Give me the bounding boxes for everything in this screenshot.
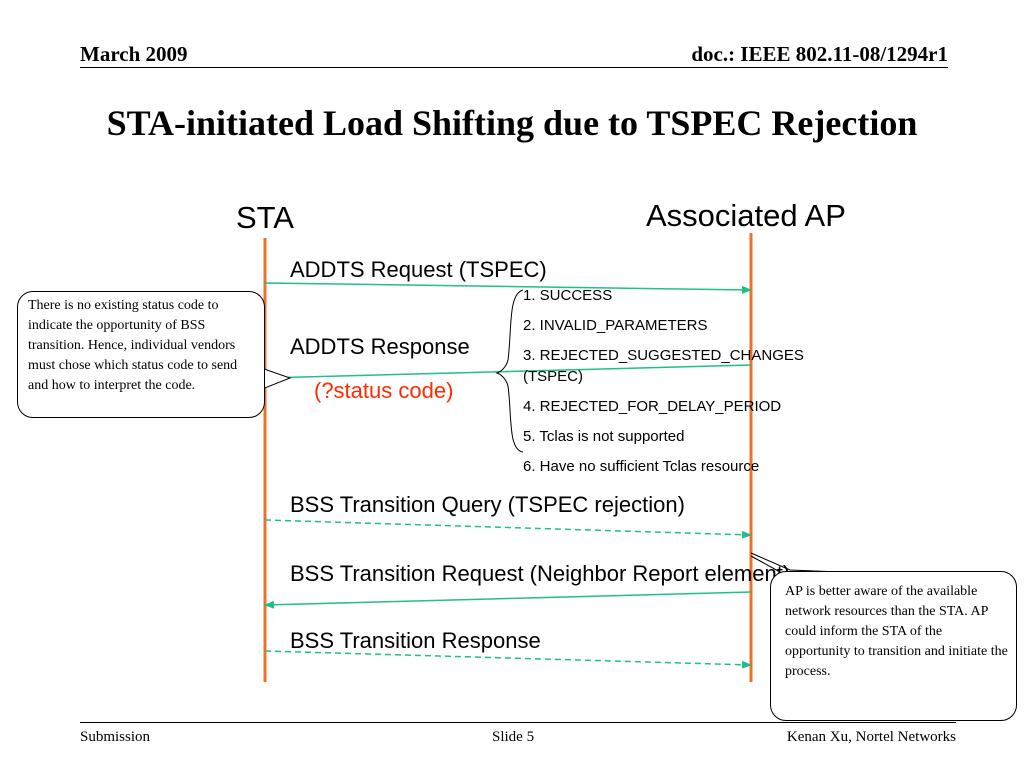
addts-response-arrow: [264, 364, 752, 382]
addts-request-label: ADDTS Request (TSPEC): [290, 257, 547, 282]
status-code-list: 1. SUCCESS 2. INVALID_PARAMETERS 3. REJE…: [523, 288, 804, 474]
slide-title: STA-initiated Load Shifting due to TSPEC…: [106, 103, 918, 143]
status-code-label: (?status code): [314, 378, 454, 403]
status-code-item: 1. SUCCESS: [523, 287, 613, 304]
header-doc-id: doc.: IEEE 802.11-08/1294r1: [691, 42, 948, 66]
footer-submission: Submission: [80, 729, 151, 745]
footer-slide-number: Slide 5: [492, 729, 535, 745]
status-code-item: 6. Have no sufficient Tclas resource: [523, 458, 760, 475]
bss-response-label: BSS Transition Response: [290, 628, 541, 653]
bss-request-label: BSS Transition Request (Neighbor Report …: [290, 561, 791, 586]
status-code-item: 3. REJECTED_SUGGESTED_CHANGES: [523, 347, 804, 364]
right-note-callout: AP is better aware of the available netw…: [770, 571, 1017, 721]
status-code-item: (TSPEC): [523, 368, 583, 385]
header-rule: [80, 67, 948, 68]
bss-request-arrow: [264, 591, 752, 609]
bss-response-arrow: [264, 650, 752, 669]
status-code-item: 2. INVALID_PARAMETERS: [523, 317, 708, 334]
header-date: March 2009: [80, 42, 188, 66]
status-code-item: 5. Tclas is not supported: [523, 428, 685, 445]
footer-rule: [80, 722, 956, 723]
bss-query-label: BSS Transition Query (TSPEC rejection): [290, 492, 685, 517]
status-code-item: 4. REJECTED_FOR_DELAY_PERIOD: [523, 398, 782, 415]
status-code-brace: [495, 289, 524, 453]
addts-request-arrow: [264, 282, 752, 294]
ap-lifeline-label: Associated AP: [646, 198, 846, 233]
bss-query-arrow: [264, 519, 752, 539]
right-note-pointer-2: [750, 555, 781, 573]
footer-author: Kenan Xu, Nortel Networks: [786, 729, 956, 745]
addts-response-label: ADDTS Response: [290, 334, 470, 359]
sta-lifeline-label: STA: [236, 200, 294, 235]
left-note-callout: There is no existing status code to indi…: [17, 291, 265, 418]
